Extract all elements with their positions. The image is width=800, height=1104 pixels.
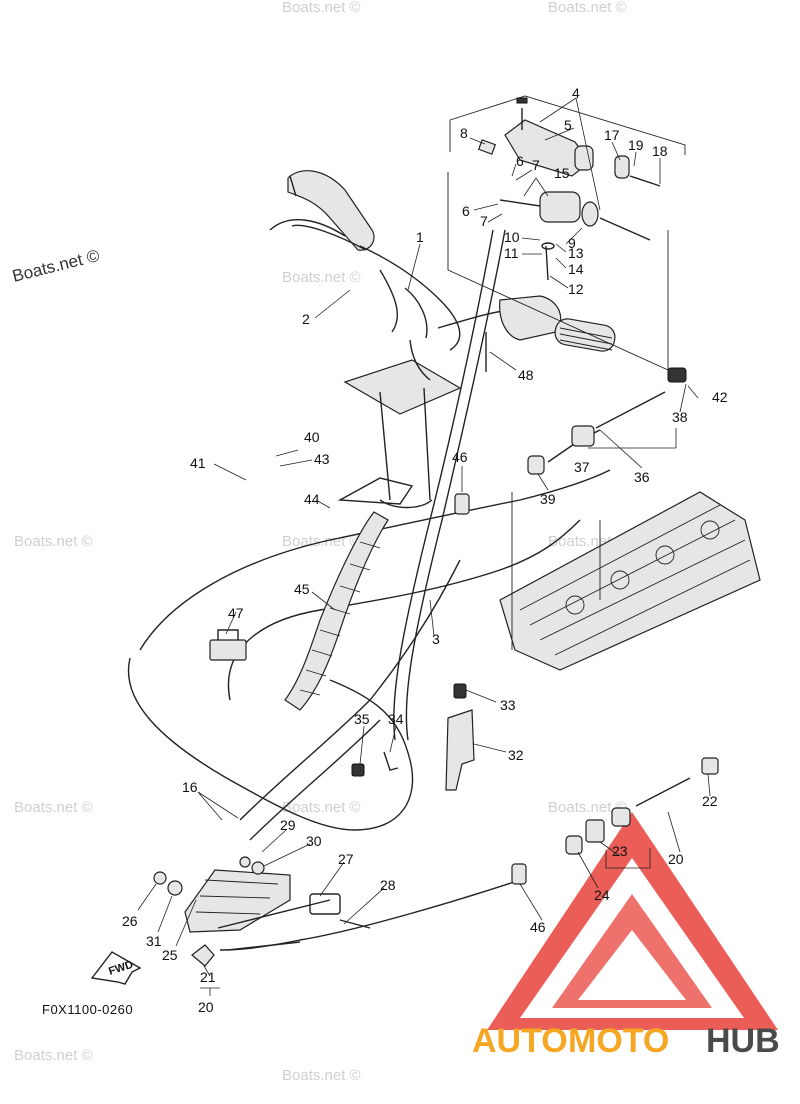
diagram-code: F0X1100-0260 [42, 1002, 133, 1017]
callout-24: 24 [594, 887, 610, 903]
throttle-assembly [393, 95, 686, 741]
callout-35: 35 [354, 711, 370, 727]
callout-16: 16 [182, 779, 198, 795]
callout-22: 22 [702, 793, 718, 809]
center-bracket [351, 683, 475, 791]
callout-36: 36 [634, 469, 650, 485]
callout-45: 45 [294, 581, 310, 597]
callout-38: 38 [672, 409, 688, 425]
watermark-text: Boats.net © [282, 0, 361, 16]
callout-1: 1 [416, 229, 424, 245]
callout-34: 34 [388, 711, 404, 727]
callout-10: 10 [504, 229, 520, 245]
callout-3: 3 [432, 631, 440, 647]
callout-4: 4 [572, 85, 580, 101]
bracket-assembly [153, 629, 371, 967]
callout-39: 39 [540, 491, 556, 507]
brand-part-moto: MOTO [568, 1022, 669, 1060]
fwd-arrow: FWD [90, 951, 142, 985]
callout-33: 33 [500, 697, 516, 713]
callout-40: 40 [304, 429, 320, 445]
callout-20-bottom: 20 [198, 999, 214, 1015]
callout-17: 17 [604, 127, 620, 143]
callout-46-top: 46 [452, 449, 468, 465]
callout-9: 9 [568, 235, 576, 251]
callout-29: 29 [280, 817, 296, 833]
callout-41: 41 [190, 455, 206, 471]
brand-part-auto: AUTO [472, 1022, 568, 1060]
handlebar-assembly [269, 170, 616, 509]
engine-block [499, 491, 761, 671]
callout-18: 18 [652, 143, 668, 159]
callout-7-bottom: 7 [480, 213, 488, 229]
callout-6-top: 6 [516, 153, 524, 169]
cables [127, 469, 611, 951]
callout-44: 44 [304, 491, 320, 507]
watermark-text: Boats.net © [548, 799, 627, 816]
callout-labels: 4 5 8 6 7 15 6 7 9 10 11 12 13 14 17 19 … [122, 85, 728, 1015]
watermarks: Boats.net © Boats.net © Boats.net © Boat… [10, 0, 626, 1084]
watermark-text: Boats.net © [14, 533, 93, 550]
callout-47: 47 [228, 605, 244, 621]
callout-37: 37 [574, 459, 590, 475]
watermark-text: Boats.net © [282, 799, 361, 816]
cable-fittings [454, 367, 719, 885]
brand-triangle-logo [487, 812, 778, 1030]
callout-8: 8 [460, 125, 468, 141]
callout-11: 11 [504, 245, 519, 261]
leader-lines [137, 97, 711, 996]
watermark-text: Boats.net © [548, 0, 627, 16]
callout-7-top: 7 [532, 157, 540, 173]
callout-27: 27 [338, 851, 354, 867]
callout-28: 28 [380, 877, 396, 893]
callout-46-bottom: 46 [530, 919, 546, 935]
brand-part-hub: HUB [706, 1022, 780, 1060]
callout-12: 12 [568, 281, 584, 297]
watermark-text-main: Boats.net © [10, 246, 101, 286]
callout-23: 23 [612, 843, 628, 859]
callout-25: 25 [162, 947, 178, 963]
callout-43: 43 [314, 451, 330, 467]
callout-5: 5 [564, 117, 572, 133]
watermark-text: Boats.net © [282, 269, 361, 286]
callout-21: 21 [200, 969, 216, 985]
callout-19: 19 [628, 137, 644, 153]
watermark-text: Boats.net © [14, 799, 93, 816]
callout-42: 42 [712, 389, 728, 405]
watermark-text: Boats.net © [282, 1067, 361, 1084]
callout-2: 2 [302, 311, 310, 327]
callout-48: 48 [518, 367, 534, 383]
callout-14: 14 [568, 261, 584, 277]
watermark-text: Boats.net © [14, 1047, 93, 1064]
callout-30: 30 [306, 833, 322, 849]
callout-20-right: 20 [668, 851, 684, 867]
callout-13: 13 [568, 245, 584, 261]
callout-32: 32 [508, 747, 524, 763]
callout-15: 15 [554, 165, 570, 181]
callout-6-bottom: 6 [462, 203, 470, 219]
callout-26: 26 [122, 913, 138, 929]
brand-wordmark: AUTO MOTO HUB [472, 1022, 780, 1060]
callout-31: 31 [146, 933, 162, 949]
